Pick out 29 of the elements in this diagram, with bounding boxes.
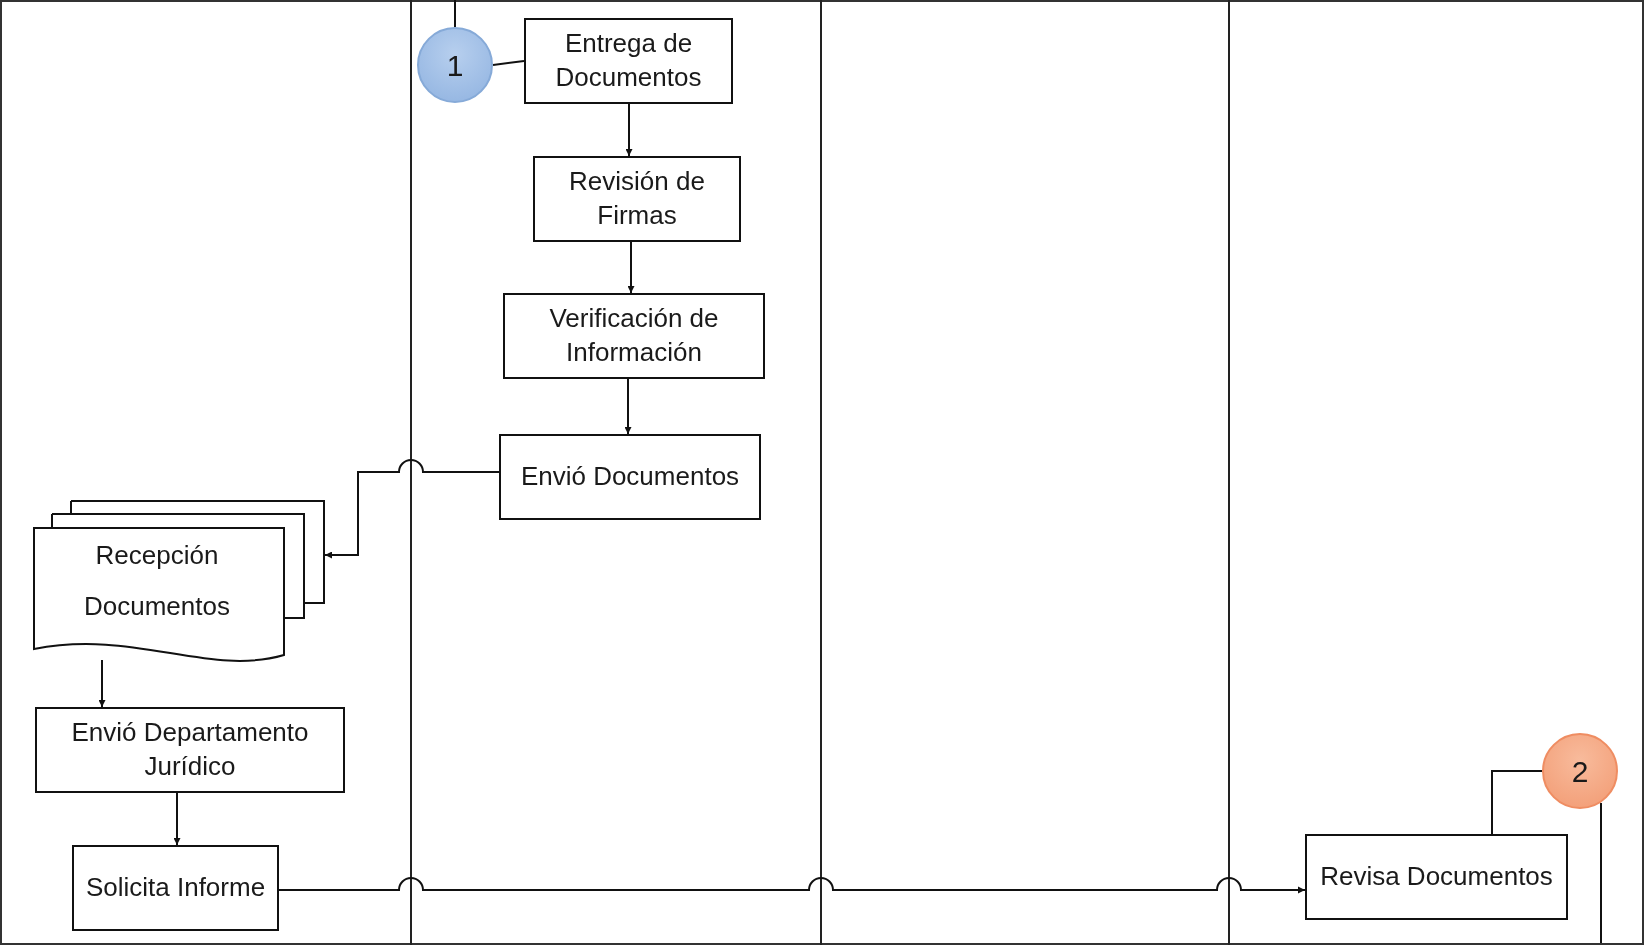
connector-line xyxy=(492,60,525,66)
connector-line xyxy=(1491,770,1543,835)
step-label: Revisa Documentos xyxy=(1320,860,1553,894)
step-label: Entrega de Documentos xyxy=(554,27,703,94)
process-box xyxy=(35,707,345,793)
process-box xyxy=(1305,834,1568,920)
arrow xyxy=(98,659,106,708)
connector-line xyxy=(1600,802,1602,944)
connector-number: 1 xyxy=(446,47,464,84)
arrow xyxy=(324,459,500,559)
arrow xyxy=(173,792,181,846)
connector-number: 2 xyxy=(1571,753,1589,790)
process-box xyxy=(524,18,733,104)
process-box xyxy=(72,845,279,931)
step-label: Envió Documentos xyxy=(520,460,740,494)
process-box xyxy=(533,156,741,242)
connector-line xyxy=(454,0,456,28)
arrow xyxy=(627,241,635,294)
step-label: Revisión de Firmas xyxy=(568,165,706,232)
multi-document-shape xyxy=(33,500,325,664)
step-label: Envió Departamento Jurídico xyxy=(70,716,310,783)
arrow xyxy=(625,103,633,157)
process-box xyxy=(499,434,761,520)
step-label: Recepción Documentos xyxy=(83,539,231,623)
process-box xyxy=(503,293,765,379)
step-label: Solicita Informe xyxy=(85,871,266,905)
step-label: Verificación de Información xyxy=(548,302,720,369)
arrow xyxy=(624,378,632,435)
arrow xyxy=(278,877,1306,894)
